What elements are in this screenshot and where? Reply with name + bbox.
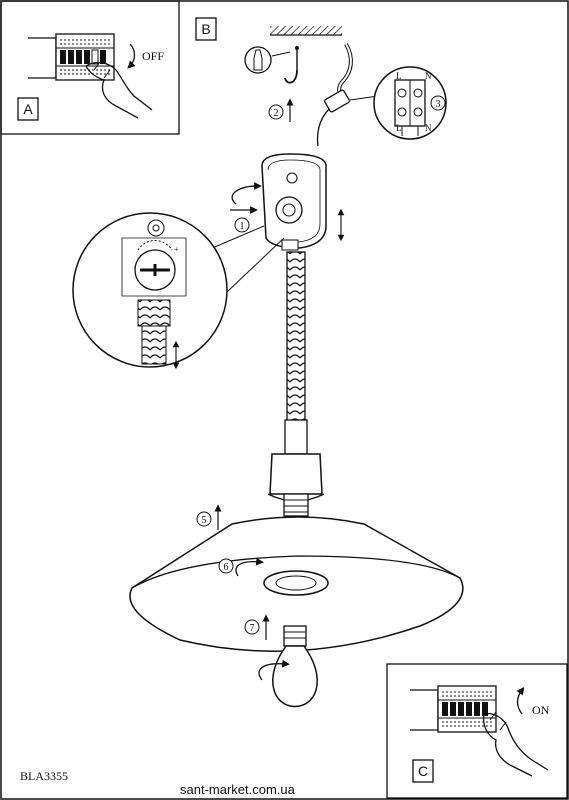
terminal-l-bottom: L <box>396 123 402 133</box>
screwdriver-icon <box>244 46 291 74</box>
rotate-arrow-icon <box>516 686 525 715</box>
panel-c-label-box <box>412 759 434 783</box>
ceiling <box>270 26 342 35</box>
switch-on-label: ON <box>532 703 550 717</box>
hand-icon <box>482 711 549 777</box>
lamp-shade <box>129 516 464 652</box>
rotate-arrow-icon <box>258 659 290 681</box>
step-7-number: 7 <box>250 623 255 634</box>
step-1-number: 1 <box>240 221 245 232</box>
panel-a: OFF A <box>0 0 180 135</box>
step-5-badge: 5 <box>196 511 212 527</box>
detail-magnifier: + <box>72 212 228 370</box>
hand-icon <box>85 61 153 119</box>
panel-a-box <box>0 0 180 135</box>
hook-icon <box>284 46 299 84</box>
rotate-arrow-icon <box>235 557 264 577</box>
step-3-badge: 3 <box>430 95 446 111</box>
flexible-arm <box>286 251 306 423</box>
rotate-arrow-icon <box>231 182 262 205</box>
wire-connector <box>324 89 350 113</box>
model-code: BLA3355 <box>20 769 68 783</box>
panel-c-box <box>386 663 568 799</box>
breaker-icon <box>28 33 115 81</box>
canopy-icon <box>261 153 327 251</box>
switch-off-label: OFF <box>142 49 164 63</box>
terminal-n-bottom: N <box>425 123 432 133</box>
panel-b-label: B <box>201 21 210 37</box>
arm-sleeve <box>284 419 308 455</box>
svg-text:+: + <box>174 245 179 254</box>
step-1-badge: 1 <box>234 217 250 233</box>
panel-a-label: A <box>23 101 33 117</box>
panel-b-label-box <box>195 17 217 41</box>
step-6-badge: 6 <box>218 558 234 574</box>
breaker-icon <box>410 685 497 733</box>
step-2-number: 2 <box>274 108 279 119</box>
panel-a-label-box <box>17 97 39 121</box>
step-3-number: 3 <box>436 99 441 110</box>
step-7-badge: 7 <box>244 619 260 635</box>
lamp-holder <box>267 453 325 517</box>
step-5-number: 5 <box>202 515 207 526</box>
panel-c-label: C <box>418 763 428 779</box>
step-6-number: 6 <box>224 562 229 573</box>
panel-c: ON C <box>386 663 568 799</box>
watermark: sant-market.com.ua <box>180 782 296 797</box>
step-2-badge: 2 <box>268 104 284 120</box>
rotate-arrow-icon <box>127 43 136 69</box>
panel-b: B <box>72 17 464 708</box>
terminal-l-top: L <box>396 71 402 81</box>
terminal-n-top: N <box>425 71 432 81</box>
terminal-block-icon <box>373 66 447 140</box>
